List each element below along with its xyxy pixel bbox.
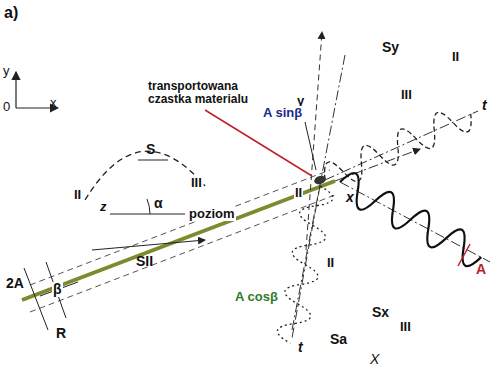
- dimension-label: 2A: [6, 276, 24, 291]
- axis-name: x: [345, 190, 355, 205]
- axis-name: t: [298, 340, 303, 355]
- amplitude-label: A: [476, 262, 486, 277]
- amplitude-label: A cosβ: [234, 290, 279, 304]
- axis-name: X: [370, 352, 379, 367]
- figure-tag: a): [4, 4, 18, 22]
- amplitude-label: A sinβ: [262, 106, 303, 120]
- origin-mark: 0: [3, 100, 10, 114]
- phase-mark: II: [452, 50, 459, 64]
- path-label: Sa: [330, 332, 347, 347]
- phase-mark: II: [326, 256, 335, 270]
- axis-name: z: [100, 200, 107, 214]
- angle-label: β: [52, 282, 63, 297]
- phase-mark: II: [74, 188, 81, 202]
- axis-name: t: [482, 98, 487, 113]
- phase-mark: III: [400, 88, 413, 102]
- path-label: Sx: [372, 305, 389, 320]
- dimension-label: SII: [136, 254, 153, 269]
- axis-name: x: [50, 96, 57, 110]
- phase-mark: II: [294, 186, 303, 200]
- axis-name: y: [3, 64, 10, 78]
- path-label: Sy: [382, 40, 399, 55]
- point-label: R: [56, 326, 66, 341]
- particle-note: transportowana czastka materialu: [148, 80, 260, 106]
- phase-mark: III: [400, 320, 411, 334]
- path-label: S: [146, 142, 155, 157]
- level-label: poziom: [188, 207, 236, 221]
- angle-label: α: [154, 196, 163, 211]
- phase-mark: III: [190, 176, 203, 190]
